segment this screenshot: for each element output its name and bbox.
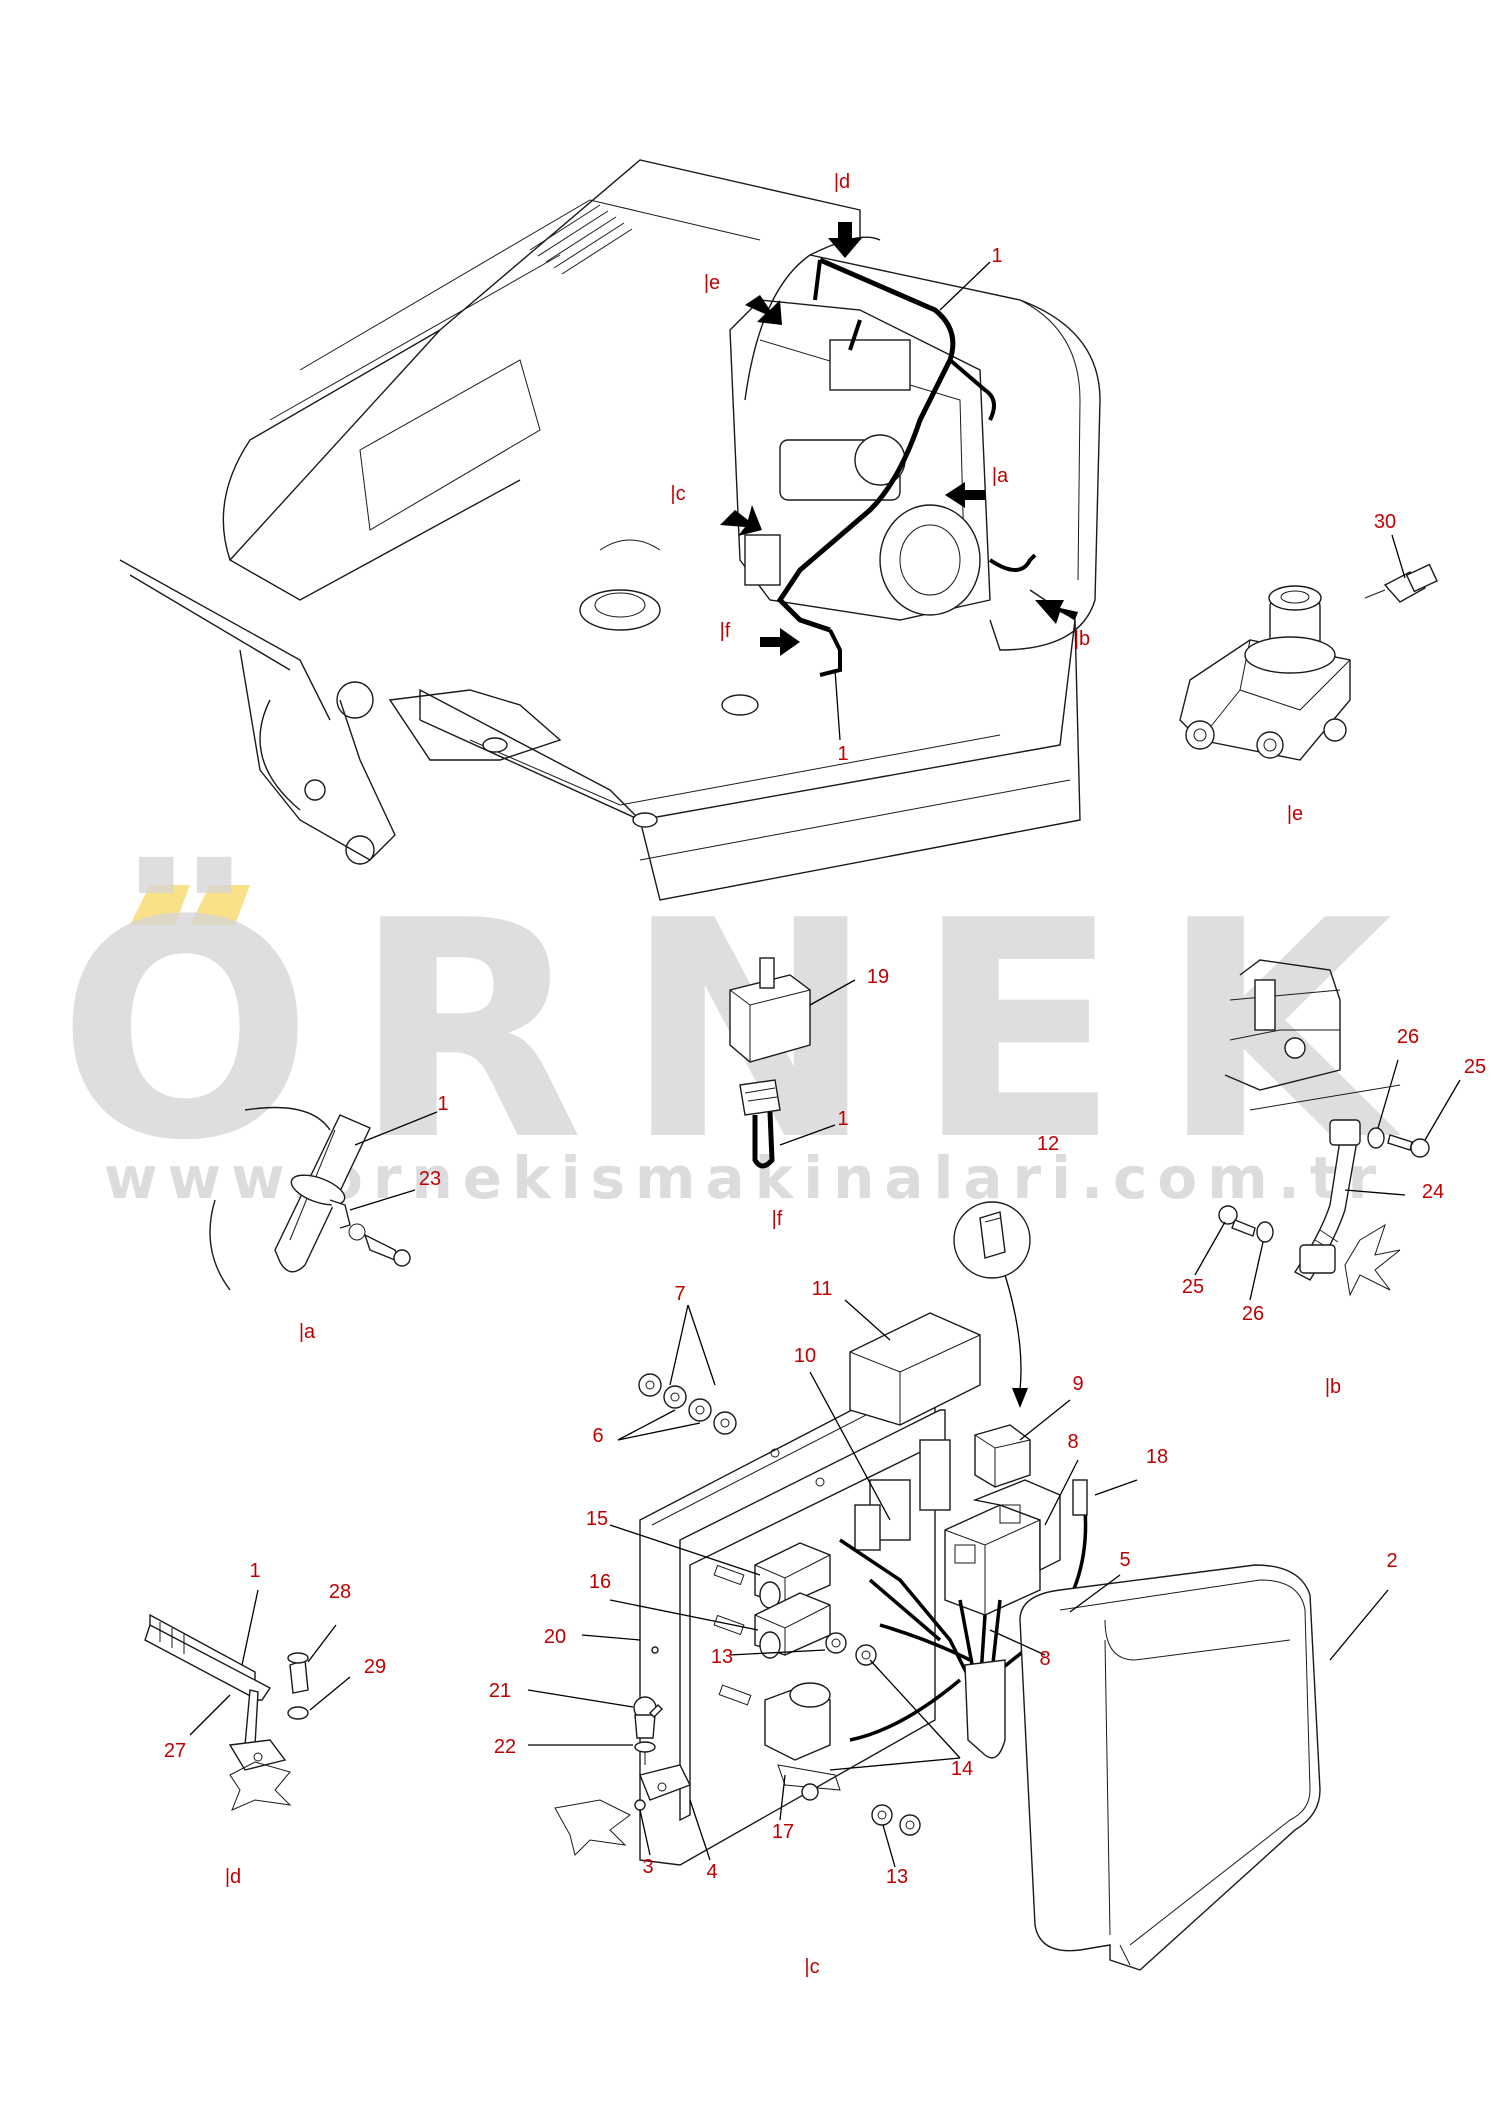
- callout-1: 1: [249, 1560, 260, 1582]
- callout-1: 1: [837, 743, 848, 765]
- callout-12: 12: [1037, 1133, 1059, 1155]
- arrow-icon: [828, 222, 862, 258]
- machine-overview: [119, 159, 1101, 901]
- callout-19: 19: [867, 966, 889, 988]
- arrow-icon: [720, 505, 762, 536]
- callout-2: 2: [1386, 1550, 1397, 1572]
- view-a-labels: 1 23 |a: [299, 1093, 449, 1343]
- callout-8: 8: [1039, 1648, 1050, 1670]
- callout-15: 15: [586, 1508, 608, 1530]
- callout-6: 6: [592, 1425, 603, 1447]
- callout-1: 1: [837, 1108, 848, 1130]
- view-b-ground-strap: [1194, 959, 1461, 1301]
- callout-20: 20: [544, 1626, 566, 1648]
- view-label-b: |b: [1074, 628, 1090, 650]
- watermark-accent-mark: [190, 885, 250, 925]
- callout-22: 22: [494, 1736, 516, 1758]
- callout-7: 7: [674, 1283, 685, 1305]
- callout-3: 3: [642, 1856, 653, 1878]
- view-d-labels: 1 28 29 27 |d: [164, 1560, 386, 1888]
- callout-9: 9: [1072, 1373, 1083, 1395]
- callout-30: 30: [1374, 511, 1396, 533]
- watermark-accent-mark: [130, 885, 190, 925]
- callout-17: 17: [772, 1821, 794, 1843]
- watermark-brand: ÖRNEK: [58, 854, 1433, 1206]
- view-f-relay: [729, 957, 856, 1169]
- callout-21: 21: [489, 1680, 511, 1702]
- arrow-icon: [945, 482, 985, 508]
- callout-8: 8: [1067, 1431, 1078, 1453]
- arrow-icon: [1035, 600, 1078, 624]
- view-label-a: |a: [299, 1321, 316, 1343]
- arrow-icon: [745, 295, 782, 325]
- view-label-e: |e: [704, 272, 720, 294]
- callout-1: 1: [991, 245, 1002, 267]
- arrow-icon: [760, 628, 800, 656]
- view-label-c: |c: [804, 1956, 819, 1978]
- view-e-valve: [1179, 534, 1438, 761]
- callout-18: 18: [1146, 1446, 1168, 1468]
- wiring-harness: [776, 257, 956, 633]
- view-label-d: |d: [834, 171, 850, 193]
- callout-11: 11: [812, 1278, 833, 1300]
- callout-13: 13: [711, 1646, 733, 1668]
- view-e-labels: 30 |e: [1287, 511, 1396, 825]
- machine-labels: |d |e |a |c |f |b 1 1: [670, 171, 1090, 765]
- view-label-a: |a: [992, 465, 1009, 487]
- callout-25: 25: [1182, 1276, 1204, 1298]
- location-arrows: [720, 222, 1078, 656]
- callout-29: 29: [364, 1656, 386, 1678]
- callout-26: 26: [1242, 1303, 1264, 1325]
- view-d-bracket: [144, 1589, 351, 1811]
- callout-25: 25: [1464, 1056, 1486, 1078]
- callout-1: 1: [437, 1093, 448, 1115]
- callout-10: 10: [794, 1345, 816, 1367]
- callout-27: 27: [164, 1740, 186, 1762]
- view-b-labels: 26 25 24 25 26 |b: [1182, 1026, 1486, 1398]
- view-label-c: |c: [670, 483, 685, 505]
- view-c-labels: 7 11 12 10 9 6 8 18 15 5 2 16 20 13 8 21…: [489, 1133, 1398, 1978]
- view-label-e: |e: [1287, 803, 1303, 825]
- view-label-f: |f: [720, 620, 731, 642]
- callout-16: 16: [589, 1571, 611, 1593]
- view-label-f: |f: [772, 1208, 783, 1230]
- callout-13: 13: [886, 1866, 908, 1888]
- view-c-fuse-panel: [527, 1201, 1389, 1971]
- callout-4: 4: [706, 1861, 717, 1883]
- view-a-clamp: [209, 1106, 438, 1291]
- callout-23: 23: [419, 1168, 441, 1190]
- view-label-d: |d: [225, 1866, 241, 1888]
- callout-28: 28: [329, 1581, 351, 1603]
- callout-5: 5: [1119, 1549, 1130, 1571]
- view-label-b: |b: [1325, 1376, 1341, 1398]
- view-f-labels: 19 1 |f: [772, 966, 890, 1230]
- callout-26: 26: [1397, 1026, 1419, 1048]
- callout-14: 14: [951, 1758, 973, 1780]
- watermark: ÖRNEK www.ornekismakinalari.com.tr: [58, 854, 1433, 1212]
- callout-24: 24: [1422, 1181, 1444, 1203]
